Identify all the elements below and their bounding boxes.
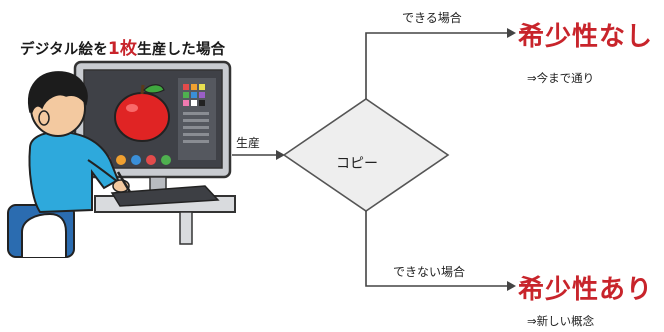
top-branch-arrowhead: [507, 28, 516, 38]
person-shirt: [28, 130, 120, 214]
desk-leg: [179, 211, 193, 245]
title-prefix: デジタル絵を: [20, 42, 108, 58]
decision-diamond: [282, 98, 450, 212]
bottom-branch-result: 希少性あり: [518, 275, 654, 305]
diagram-title: デジタル絵を1枚生産した場合: [20, 34, 225, 59]
title-suffix: 生産した場合: [137, 42, 226, 58]
bottom-branch-line: [365, 211, 510, 287]
top-branch-result: 希少性なし: [518, 22, 654, 52]
produce-label: 生産: [236, 136, 261, 150]
stylus: [116, 171, 132, 193]
bottom-branch-arrowhead: [507, 281, 516, 291]
title-highlight: 1枚: [107, 39, 138, 59]
top-branch-note: ⇒今まで通り: [527, 71, 595, 85]
bottom-branch-condition: できない場合: [393, 265, 466, 279]
pen-tablet: [110, 185, 220, 207]
palette-swatches: [183, 84, 209, 143]
apple-drawing: [114, 84, 170, 142]
top-branch-condition: できる場合: [402, 11, 462, 25]
artist-illustration: [7, 60, 236, 258]
person-hair: [28, 71, 88, 113]
flow-diagram: [232, 28, 516, 291]
top-branch-line: [365, 32, 510, 99]
bottom-branch-note: ⇒新しい概念: [527, 314, 595, 328]
decision-label: コピー: [336, 156, 378, 172]
